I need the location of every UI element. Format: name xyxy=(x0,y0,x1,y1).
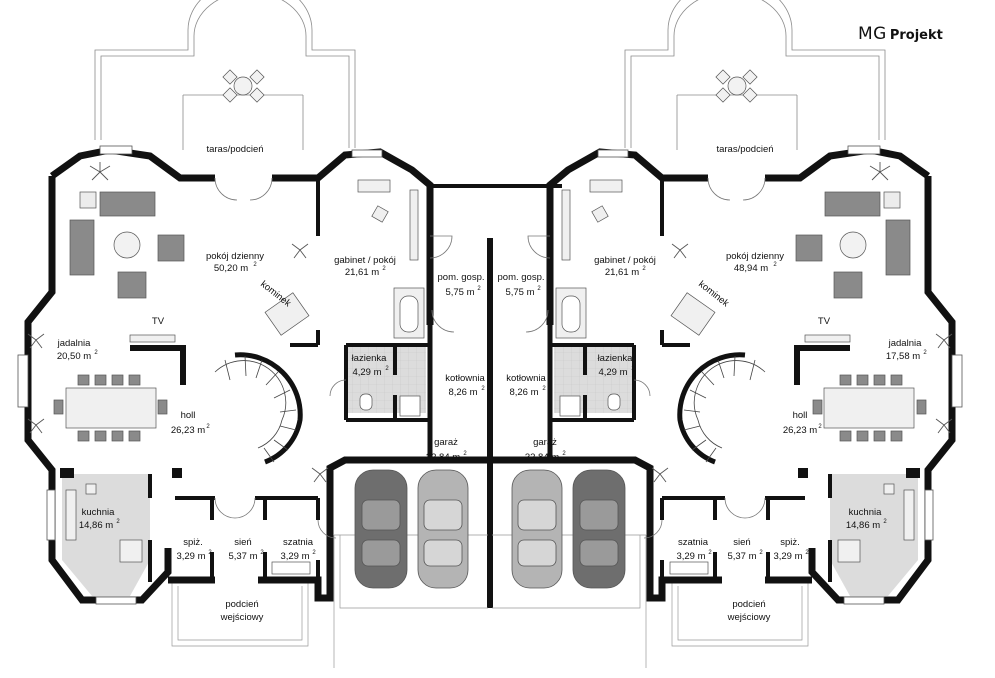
room-name: pom. gosp. xyxy=(438,272,485,283)
room-sub: wejściowy xyxy=(220,612,264,623)
room-area: 5,37 m xyxy=(228,551,257,562)
room-area: 32,84 m xyxy=(525,452,559,463)
room-area: 14,86 m xyxy=(79,520,113,531)
room-name: taras/podcień xyxy=(206,144,263,155)
logo-brand: MG xyxy=(858,24,887,44)
area-unit-sup: 2 xyxy=(208,550,212,556)
room-area: 8,26 m xyxy=(509,387,538,398)
area-unit-sup: 2 xyxy=(923,350,927,356)
area-unit-sup: 2 xyxy=(94,350,98,356)
tv-label: TV xyxy=(152,316,165,327)
room-area: 48,94 m xyxy=(734,263,768,274)
room-name: szatnia xyxy=(283,537,314,548)
room-name: podcień xyxy=(225,599,258,610)
room-name: spiż. xyxy=(183,537,203,548)
room-name: sień xyxy=(234,537,251,548)
room-name: spiż. xyxy=(780,537,800,548)
room-name: łazienka xyxy=(352,353,388,364)
room-name: kuchnia xyxy=(82,507,115,518)
left-unit-drawing xyxy=(18,0,488,668)
room-name: podcień xyxy=(732,599,765,610)
room-area: 32,84 m xyxy=(426,452,460,463)
room-area: 4,29 m xyxy=(598,367,627,378)
room-name: garaż xyxy=(434,437,458,448)
room-name: kotłownia xyxy=(506,373,546,384)
room-area: 50,20 m xyxy=(214,263,248,274)
room-area: 4,29 m xyxy=(352,367,381,378)
room-name: gabinet / pokój xyxy=(594,255,656,266)
room-name: pokój dzienny xyxy=(726,251,784,262)
area-unit-sup: 2 xyxy=(463,451,467,457)
area-unit-sup: 2 xyxy=(642,266,646,272)
room-area: 21,61 m xyxy=(345,267,379,278)
room-area: 26,23 m xyxy=(171,425,205,436)
right-unit-drawing xyxy=(492,0,962,668)
area-unit-sup: 2 xyxy=(116,519,120,525)
area-unit-sup: 2 xyxy=(537,286,541,292)
room-name: gabinet / pokój xyxy=(334,255,396,266)
room-name: łazienka xyxy=(598,353,634,364)
room-area: 8,26 m xyxy=(448,387,477,398)
area-unit-sup: 2 xyxy=(206,424,210,430)
room-name: kuchnia xyxy=(849,507,882,518)
area-unit-sup: 2 xyxy=(883,519,887,525)
room-name: szatnia xyxy=(678,537,709,548)
area-unit-sup: 2 xyxy=(481,386,485,392)
connector-wall xyxy=(430,184,562,188)
tv-label: TV xyxy=(818,316,831,327)
room-name: holl xyxy=(181,410,196,421)
room-area: 5,75 m xyxy=(505,287,534,298)
room-area: 26,23 m xyxy=(783,425,817,436)
area-unit-sup: 2 xyxy=(312,550,316,556)
logo-suffix: Projekt xyxy=(889,28,943,43)
room-name: garaż xyxy=(533,437,557,448)
room-area: 5,75 m xyxy=(445,287,474,298)
area-unit-sup: 2 xyxy=(759,550,763,556)
area-unit-sup: 2 xyxy=(385,366,389,372)
room-name: pom. gosp. xyxy=(498,272,545,283)
room-area: 3,29 m xyxy=(176,551,205,562)
room-area: 3,29 m xyxy=(280,551,309,562)
area-unit-sup: 2 xyxy=(818,424,822,430)
area-unit-sup: 2 xyxy=(631,366,635,372)
room-area: 14,86 m xyxy=(846,520,880,531)
room-name: jadalnia xyxy=(57,338,91,349)
area-unit-sup: 2 xyxy=(382,266,386,272)
area-unit-sup: 2 xyxy=(805,550,809,556)
room-name: jadalnia xyxy=(888,338,922,349)
area-unit-sup: 2 xyxy=(477,286,481,292)
area-unit-sup: 2 xyxy=(562,451,566,457)
room-name: sień xyxy=(733,537,750,548)
room-name: pokój dzienny xyxy=(206,251,264,262)
area-unit-sup: 2 xyxy=(253,262,257,268)
room-name: kotłownia xyxy=(445,373,485,384)
room-name: holl xyxy=(793,410,808,421)
area-unit-sup: 2 xyxy=(542,386,546,392)
room-sub: wejściowy xyxy=(727,612,771,623)
area-unit-sup: 2 xyxy=(260,550,264,556)
room-area: 3,29 m xyxy=(676,551,705,562)
room-area: 21,61 m xyxy=(605,267,639,278)
room-name: taras/podcień xyxy=(716,144,773,155)
area-unit-sup: 2 xyxy=(708,550,712,556)
room-area: 5,37 m xyxy=(727,551,756,562)
room-area: 20,50 m xyxy=(57,351,91,362)
room-area: 3,29 m xyxy=(773,551,802,562)
area-unit-sup: 2 xyxy=(773,262,777,268)
party-wall xyxy=(487,238,493,608)
room-area: 17,58 m xyxy=(886,351,920,362)
